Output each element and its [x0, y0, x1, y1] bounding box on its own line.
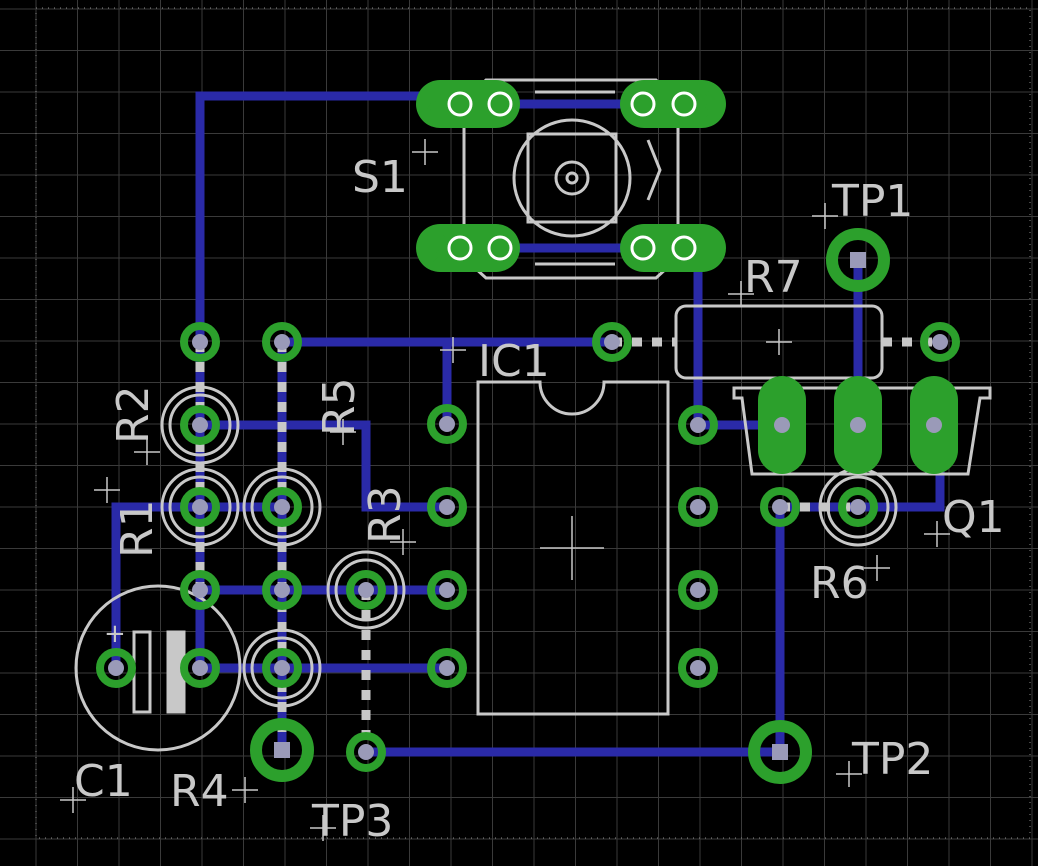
round-pad[interactable] [920, 322, 960, 362]
s1-button-center [554, 160, 590, 196]
round-pad[interactable] [427, 404, 467, 444]
label-s1-pin3: 3 [688, 82, 716, 133]
round-pad[interactable] [262, 570, 302, 610]
drill-hole [439, 499, 455, 515]
label-tp1: TP1 [831, 176, 913, 227]
s1-button-ring [512, 118, 632, 238]
drill-hole [690, 417, 706, 433]
round-pad[interactable] [346, 570, 386, 610]
round-pad[interactable] [427, 648, 467, 688]
drill-hole [358, 582, 374, 598]
label-r5: R5 [314, 377, 365, 436]
s1-pad-2[interactable] [416, 224, 520, 272]
round-pad[interactable] [262, 648, 302, 688]
round-pad[interactable] [427, 570, 467, 610]
label-ic1: IC1 [478, 336, 550, 387]
drill-hole [274, 334, 290, 350]
drill-hole [274, 582, 290, 598]
drill-hole [690, 582, 706, 598]
drill-hole [604, 334, 620, 350]
label-s1-pin4: 4 [424, 82, 452, 133]
label-s1-pin2: 2 [424, 226, 452, 277]
drill-hole [439, 582, 455, 598]
drill-hole [439, 660, 455, 676]
label-r7: R7 [744, 252, 803, 303]
round-pad[interactable] [678, 570, 718, 610]
drill-hole [192, 499, 208, 515]
round-pad[interactable] [760, 487, 800, 527]
label-tp3: TP3 [311, 796, 393, 847]
tp3-pad[interactable] [250, 718, 314, 782]
tp2-pad[interactable] [748, 720, 812, 784]
s1-pad-4[interactable] [416, 80, 520, 128]
drill-hole [192, 417, 208, 433]
label-c1-plus: + [104, 619, 126, 649]
drill-hole [358, 744, 374, 760]
drill-hole [932, 334, 948, 350]
drill-hole [774, 417, 790, 433]
round-pad[interactable] [678, 648, 718, 688]
drill-hole [850, 499, 866, 515]
trace-s1-r2 [195, 91, 455, 347]
round-pads [96, 322, 960, 772]
label-r2: R2 [108, 385, 159, 444]
drill-hole [850, 417, 866, 433]
round-pad[interactable] [96, 648, 136, 688]
drill-hole [192, 660, 208, 676]
label-r4: R4 [170, 766, 229, 817]
round-pad[interactable] [180, 570, 220, 610]
labels: S1 4 3 2 1 TP1 R7 IC1 Q1 R6 TP2 C1 R4 TP… [74, 82, 1005, 847]
s1-drills [447, 91, 697, 261]
round-pad[interactable] [180, 487, 220, 527]
label-s1: S1 [352, 152, 408, 203]
s1-button-square [526, 132, 618, 224]
round-pad[interactable] [180, 322, 220, 362]
s1-button-dot [565, 171, 579, 185]
round-pad[interactable] [678, 487, 718, 527]
label-r1: R1 [112, 499, 163, 558]
drill-hole [274, 660, 290, 676]
testpoint-pads [250, 228, 890, 784]
tp1-pad[interactable] [826, 228, 890, 292]
drill-hole [439, 416, 455, 432]
round-pad[interactable] [427, 487, 467, 527]
drill-hole [192, 582, 208, 598]
label-c1: C1 [74, 756, 133, 807]
label-tp2: TP2 [851, 734, 933, 785]
round-pad[interactable] [678, 405, 718, 445]
origin-crosses [60, 139, 950, 841]
drill-hole [108, 660, 124, 676]
drill-hole [926, 417, 942, 433]
trace-r1-r5 [111, 502, 287, 673]
label-r6: R6 [810, 558, 869, 609]
round-pad[interactable] [262, 487, 302, 527]
drill-hole [274, 499, 290, 515]
round-pad[interactable] [838, 487, 878, 527]
drill-hole [690, 660, 706, 676]
drill-hole [772, 499, 788, 515]
round-pad[interactable] [180, 648, 220, 688]
q1-outline [732, 386, 992, 476]
label-s1-pin1: 1 [688, 226, 716, 277]
label-q1: Q1 [942, 492, 1005, 543]
ic1-outline [476, 380, 670, 716]
round-pad[interactable] [262, 322, 302, 362]
round-pad[interactable] [592, 322, 632, 362]
drill-hole [192, 334, 208, 350]
round-pad[interactable] [180, 405, 220, 445]
drill-hole [690, 499, 706, 515]
round-pad[interactable] [346, 732, 386, 772]
label-r3: R3 [360, 485, 411, 544]
c1-outline [74, 584, 242, 752]
